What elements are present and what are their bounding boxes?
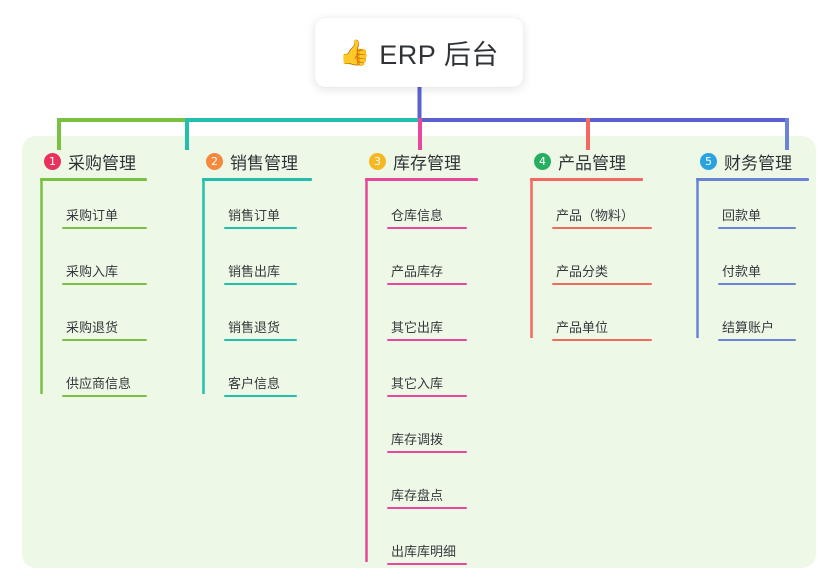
branch-column-3: 3 库存管理仓库信息产品库存其它出库其它入库库存调拨库存盘点出库库明细 [365,148,478,565]
leaf-node-label: 供应商信息 [66,376,132,391]
leaf-node[interactable]: 库存盘点 [365,485,467,509]
leaf-node-label: 采购入库 [66,264,119,279]
leaf-node[interactable]: 产品分类 [530,261,652,285]
root-node[interactable]: 👍 ERP 后台 [315,18,523,87]
leaf-node-rule [387,563,467,565]
leaf-node-label: 产品（物料） [556,208,635,223]
leaf-node-rule [387,227,467,229]
branch-column-1: 1 采购管理采购订单采购入库采购退货供应商信息 [40,148,147,397]
branch-badge-3: 3 [369,152,386,170]
leaf-node-rule [387,451,467,453]
branch-header-rule-5 [696,178,809,181]
leaf-node[interactable]: 产品库存 [365,261,467,285]
leaf-node-label: 库存盘点 [391,488,444,503]
leaf-node[interactable]: 产品单位 [530,317,652,341]
leaf-node[interactable]: 付款单 [696,261,796,285]
leaf-node[interactable]: 客户信息 [202,373,297,397]
leaf-node-rule [552,227,652,229]
branch-title-4: 产品管理 [558,153,626,173]
leaf-node-rule [387,395,467,397]
leaf-node-rule [224,227,297,229]
branch-header-rule-2 [202,178,312,181]
branch-header-5[interactable]: 5 财务管理 [696,148,809,174]
leaf-node-label: 销售退货 [228,320,281,335]
leaf-node-label: 结算账户 [722,320,775,335]
leaf-node[interactable]: 采购订单 [40,205,147,229]
leaf-node[interactable]: 出库库明细 [365,541,467,565]
branches-panel [22,136,816,568]
leaf-node[interactable]: 回款单 [696,205,796,229]
leaf-node[interactable]: 销售退货 [202,317,297,341]
leaf-node-label: 出库库明细 [391,544,457,559]
leaf-node-label: 其它出库 [391,320,444,335]
leaf-node-rule [224,283,297,285]
leaf-node[interactable]: 产品（物料） [530,205,652,229]
leaf-node-rule [224,339,297,341]
branch-header-rule-3 [365,178,478,181]
thumbs-up-icon: 👍 [339,39,371,67]
leaf-node-rule [552,339,652,341]
leaf-node-label: 客户信息 [228,376,281,391]
leaf-node-rule [62,395,147,397]
leaf-node-label: 采购订单 [66,208,119,223]
branch-badge-5: 5 [700,152,717,170]
leaf-node-label: 产品库存 [391,264,444,279]
branch-header-rule-1 [40,178,147,181]
branch-badge-2: 2 [206,152,223,170]
leaf-node[interactable]: 库存调拨 [365,429,467,453]
branch-header-rule-4 [530,178,643,181]
root-node-title: ERP 后台 [379,40,499,70]
leaf-node-rule [387,507,467,509]
leaf-node[interactable]: 采购入库 [40,261,147,285]
leaf-node-rule [387,283,467,285]
leaf-node-label: 产品分类 [556,264,609,279]
leaf-node-rule [62,339,147,341]
leaf-node-rule [387,339,467,341]
leaf-node-label: 库存调拨 [391,432,444,447]
leaf-node-rule [718,339,796,341]
branch-header-2[interactable]: 2 销售管理 [202,148,312,174]
branch-column-2: 2 销售管理销售订单销售出库销售退货客户信息 [202,148,312,397]
leaf-node-label: 产品单位 [556,320,609,335]
leaf-node-rule [552,283,652,285]
branch-title-1: 采购管理 [68,153,136,173]
leaf-node[interactable]: 供应商信息 [40,373,147,397]
leaf-node[interactable]: 采购退货 [40,317,147,341]
leaf-node-label: 回款单 [722,208,762,223]
branch-header-4[interactable]: 4 产品管理 [530,148,643,174]
branch-title-2: 销售管理 [230,153,298,173]
leaf-node[interactable]: 其它出库 [365,317,467,341]
branch-column-5: 5 财务管理回款单付款单结算账户 [696,148,809,341]
branch-title-3: 库存管理 [393,153,461,173]
branch-badge-4: 4 [534,152,551,170]
branch-header-3[interactable]: 3 库存管理 [365,148,478,174]
leaf-node[interactable]: 其它入库 [365,373,467,397]
leaf-node-rule [224,395,297,397]
leaf-node[interactable]: 销售订单 [202,205,297,229]
branch-title-5: 财务管理 [724,153,792,173]
leaf-node-rule [718,283,796,285]
leaf-node[interactable]: 仓库信息 [365,205,467,229]
leaf-node-label: 采购退货 [66,320,119,335]
leaf-node-rule [718,227,796,229]
leaf-node-rule [62,283,147,285]
leaf-node-label: 其它入库 [391,376,444,391]
leaf-node[interactable]: 销售出库 [202,261,297,285]
leaf-node[interactable]: 结算账户 [696,317,796,341]
leaf-node-label: 销售出库 [228,264,281,279]
leaf-node-label: 付款单 [722,264,762,279]
leaf-node-rule [62,227,147,229]
branch-column-4: 4 产品管理产品（物料） 产品分类产品单位 [530,148,652,341]
branch-header-1[interactable]: 1 采购管理 [40,148,147,174]
branch-badge-1: 1 [44,152,61,170]
leaf-node-label: 销售订单 [228,208,281,223]
leaf-node-label: 仓库信息 [391,208,444,223]
